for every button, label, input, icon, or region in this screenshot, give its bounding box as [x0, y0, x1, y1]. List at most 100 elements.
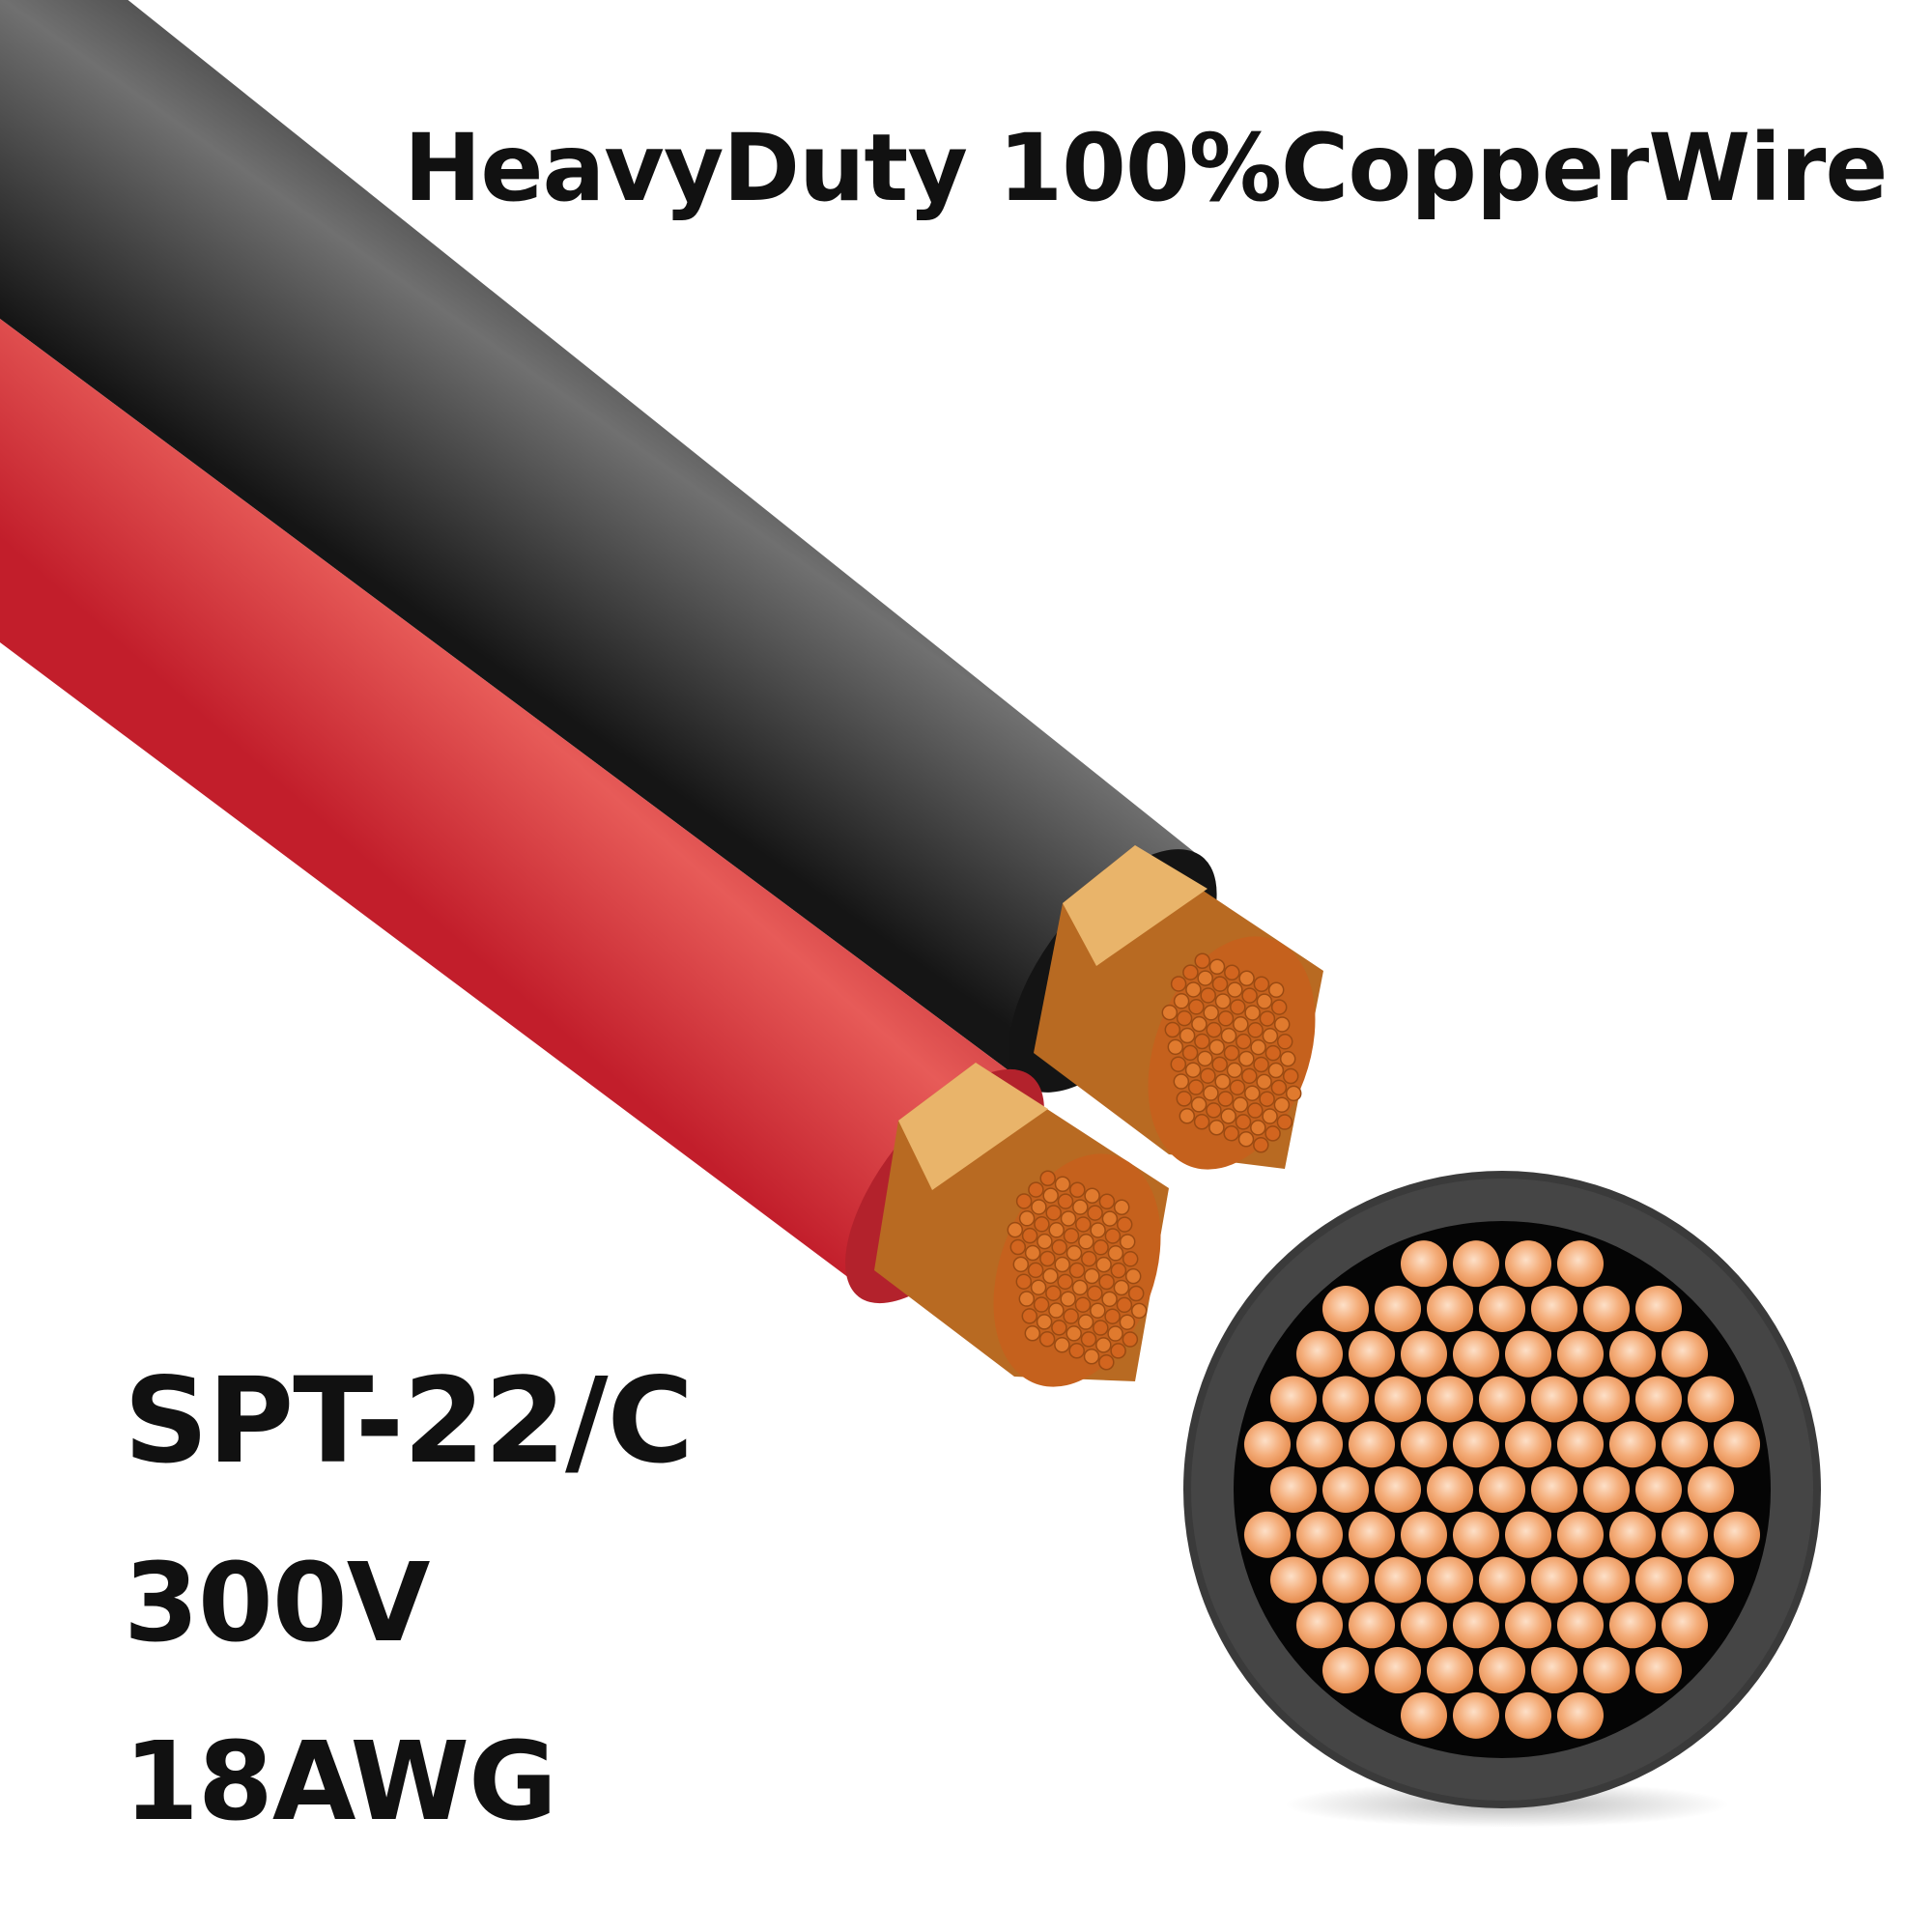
copper-strand: [1635, 1647, 1682, 1694]
copper-strand-end: [1224, 964, 1240, 980]
copper-strand-end: [1007, 1221, 1024, 1238]
copper-strand-end: [1054, 1256, 1070, 1273]
copper-strand-end: [1187, 1079, 1205, 1095]
copper-strand-end: [1235, 1114, 1252, 1130]
copper-strand: [1427, 1376, 1473, 1423]
copper-strand-end: [1031, 1199, 1047, 1215]
copper-strand-end: [1024, 1244, 1041, 1262]
copper-strand-end: [1208, 958, 1226, 975]
copper-strand-end: [1206, 1102, 1222, 1119]
copper-bundle-red: [874, 1063, 1169, 1387]
copper-strand: [1531, 1466, 1577, 1513]
copper-strand-end: [1173, 993, 1190, 1009]
copper-strand-end: [1217, 1091, 1234, 1107]
copper-strand-end: [1018, 1210, 1036, 1227]
copper-strand-end: [1068, 1343, 1085, 1359]
copper-strand: [1322, 1647, 1369, 1694]
copper-strand: [1296, 1511, 1343, 1558]
copper-strand: [1322, 1466, 1369, 1513]
copper-strand: [1401, 1602, 1447, 1649]
copper-strand-end: [1095, 1256, 1112, 1273]
copper-strand: [1296, 1421, 1343, 1468]
copper-strand-end: [1270, 999, 1288, 1015]
copper-strand-end: [1276, 1114, 1293, 1130]
copper-strand-end: [1164, 1021, 1181, 1038]
copper-strand: [1557, 1511, 1604, 1558]
copper-strand-end: [1098, 1354, 1115, 1371]
cable-cross-section: [1183, 1171, 1821, 1808]
copper-strand: [1375, 1556, 1421, 1604]
copper-strand-end: [1068, 1262, 1086, 1279]
copper-strand-end: [1226, 1062, 1243, 1079]
copper-strand-end: [1009, 1238, 1027, 1256]
copper-strand: [1505, 1240, 1551, 1288]
copper-strand-end: [1167, 1038, 1184, 1056]
copper-strand-end: [1276, 1034, 1293, 1050]
copper-strand: [1322, 1556, 1369, 1604]
copper-strand-end: [1045, 1205, 1062, 1221]
copper-strand-end: [1194, 952, 1210, 969]
copper-strand-end: [1253, 1137, 1269, 1153]
copper-strand-end: [1232, 1096, 1249, 1113]
copper-strand-end: [1170, 976, 1187, 992]
copper-strand: [1635, 1285, 1682, 1332]
copper-strand-end: [1075, 1216, 1092, 1233]
copper-strand-end: [1119, 1234, 1136, 1250]
copper-strand-end: [1093, 1239, 1109, 1256]
copper-strand-end: [1182, 964, 1199, 980]
copper-strand: [1583, 1466, 1630, 1513]
copper-strand: [1557, 1421, 1604, 1468]
copper-strand-end: [1054, 1337, 1070, 1353]
copper-strand-end: [1083, 1349, 1100, 1365]
copper-strand-end: [1107, 1245, 1124, 1262]
copper-strand-end: [1057, 1273, 1073, 1291]
copper-strand-end: [1238, 970, 1255, 986]
copper-strand: [1244, 1511, 1291, 1558]
copper-strand: [1375, 1376, 1421, 1423]
copper-strand-end: [1012, 1256, 1030, 1273]
copper-strand-end: [1223, 1044, 1240, 1062]
copper-strand: [1270, 1376, 1317, 1423]
copper-strand-end: [1236, 1033, 1252, 1050]
copper-strand: [1427, 1647, 1473, 1694]
copper-strand: [1401, 1330, 1447, 1378]
copper-strand: [1427, 1466, 1473, 1513]
copper-strand-end: [1176, 1091, 1193, 1107]
copper-strand: [1453, 1421, 1499, 1468]
copper-strand: [1583, 1556, 1630, 1604]
copper-strand-end: [1259, 1091, 1275, 1107]
copper-strand-end: [1200, 987, 1216, 1004]
copper-strand: [1531, 1285, 1577, 1332]
copper-strand-end: [1282, 1067, 1299, 1085]
copper-strand: [1401, 1240, 1447, 1288]
copper-strand: [1401, 1691, 1447, 1739]
copper-strand: [1375, 1466, 1421, 1513]
copper-strand-end: [1113, 1279, 1130, 1296]
copper-strand: [1453, 1691, 1499, 1739]
copper-strand-end: [1208, 1120, 1225, 1136]
copper-strand-end: [1024, 1325, 1041, 1342]
copper-strand-end: [1127, 1285, 1145, 1302]
copper-strand-end: [1194, 1033, 1210, 1050]
copper-strand: [1505, 1511, 1551, 1558]
copper-strand-end: [1038, 1331, 1056, 1348]
copper-strand-end: [1039, 1170, 1056, 1186]
copper-strand-end: [1244, 1005, 1261, 1021]
copper-strand: [1557, 1602, 1604, 1649]
copper-strand-end: [1161, 1004, 1179, 1021]
copper-strand-end: [1054, 1176, 1071, 1192]
copper-strand: [1505, 1602, 1551, 1649]
copper-strand-end: [1247, 1102, 1264, 1119]
copper-strand-end: [1208, 1038, 1225, 1056]
copper-strand: [1662, 1511, 1708, 1558]
copper-strand: [1453, 1330, 1499, 1378]
copper-strand-end: [1262, 1108, 1278, 1124]
copper-strand-end: [1072, 1199, 1089, 1215]
copper-strand: [1609, 1330, 1656, 1378]
copper-strand-end: [1130, 1302, 1148, 1320]
copper-strand: [1427, 1556, 1473, 1604]
copper-strand-end: [1084, 1187, 1100, 1204]
copper-strand-end: [1244, 1085, 1261, 1101]
copper-strand: [1688, 1556, 1734, 1604]
